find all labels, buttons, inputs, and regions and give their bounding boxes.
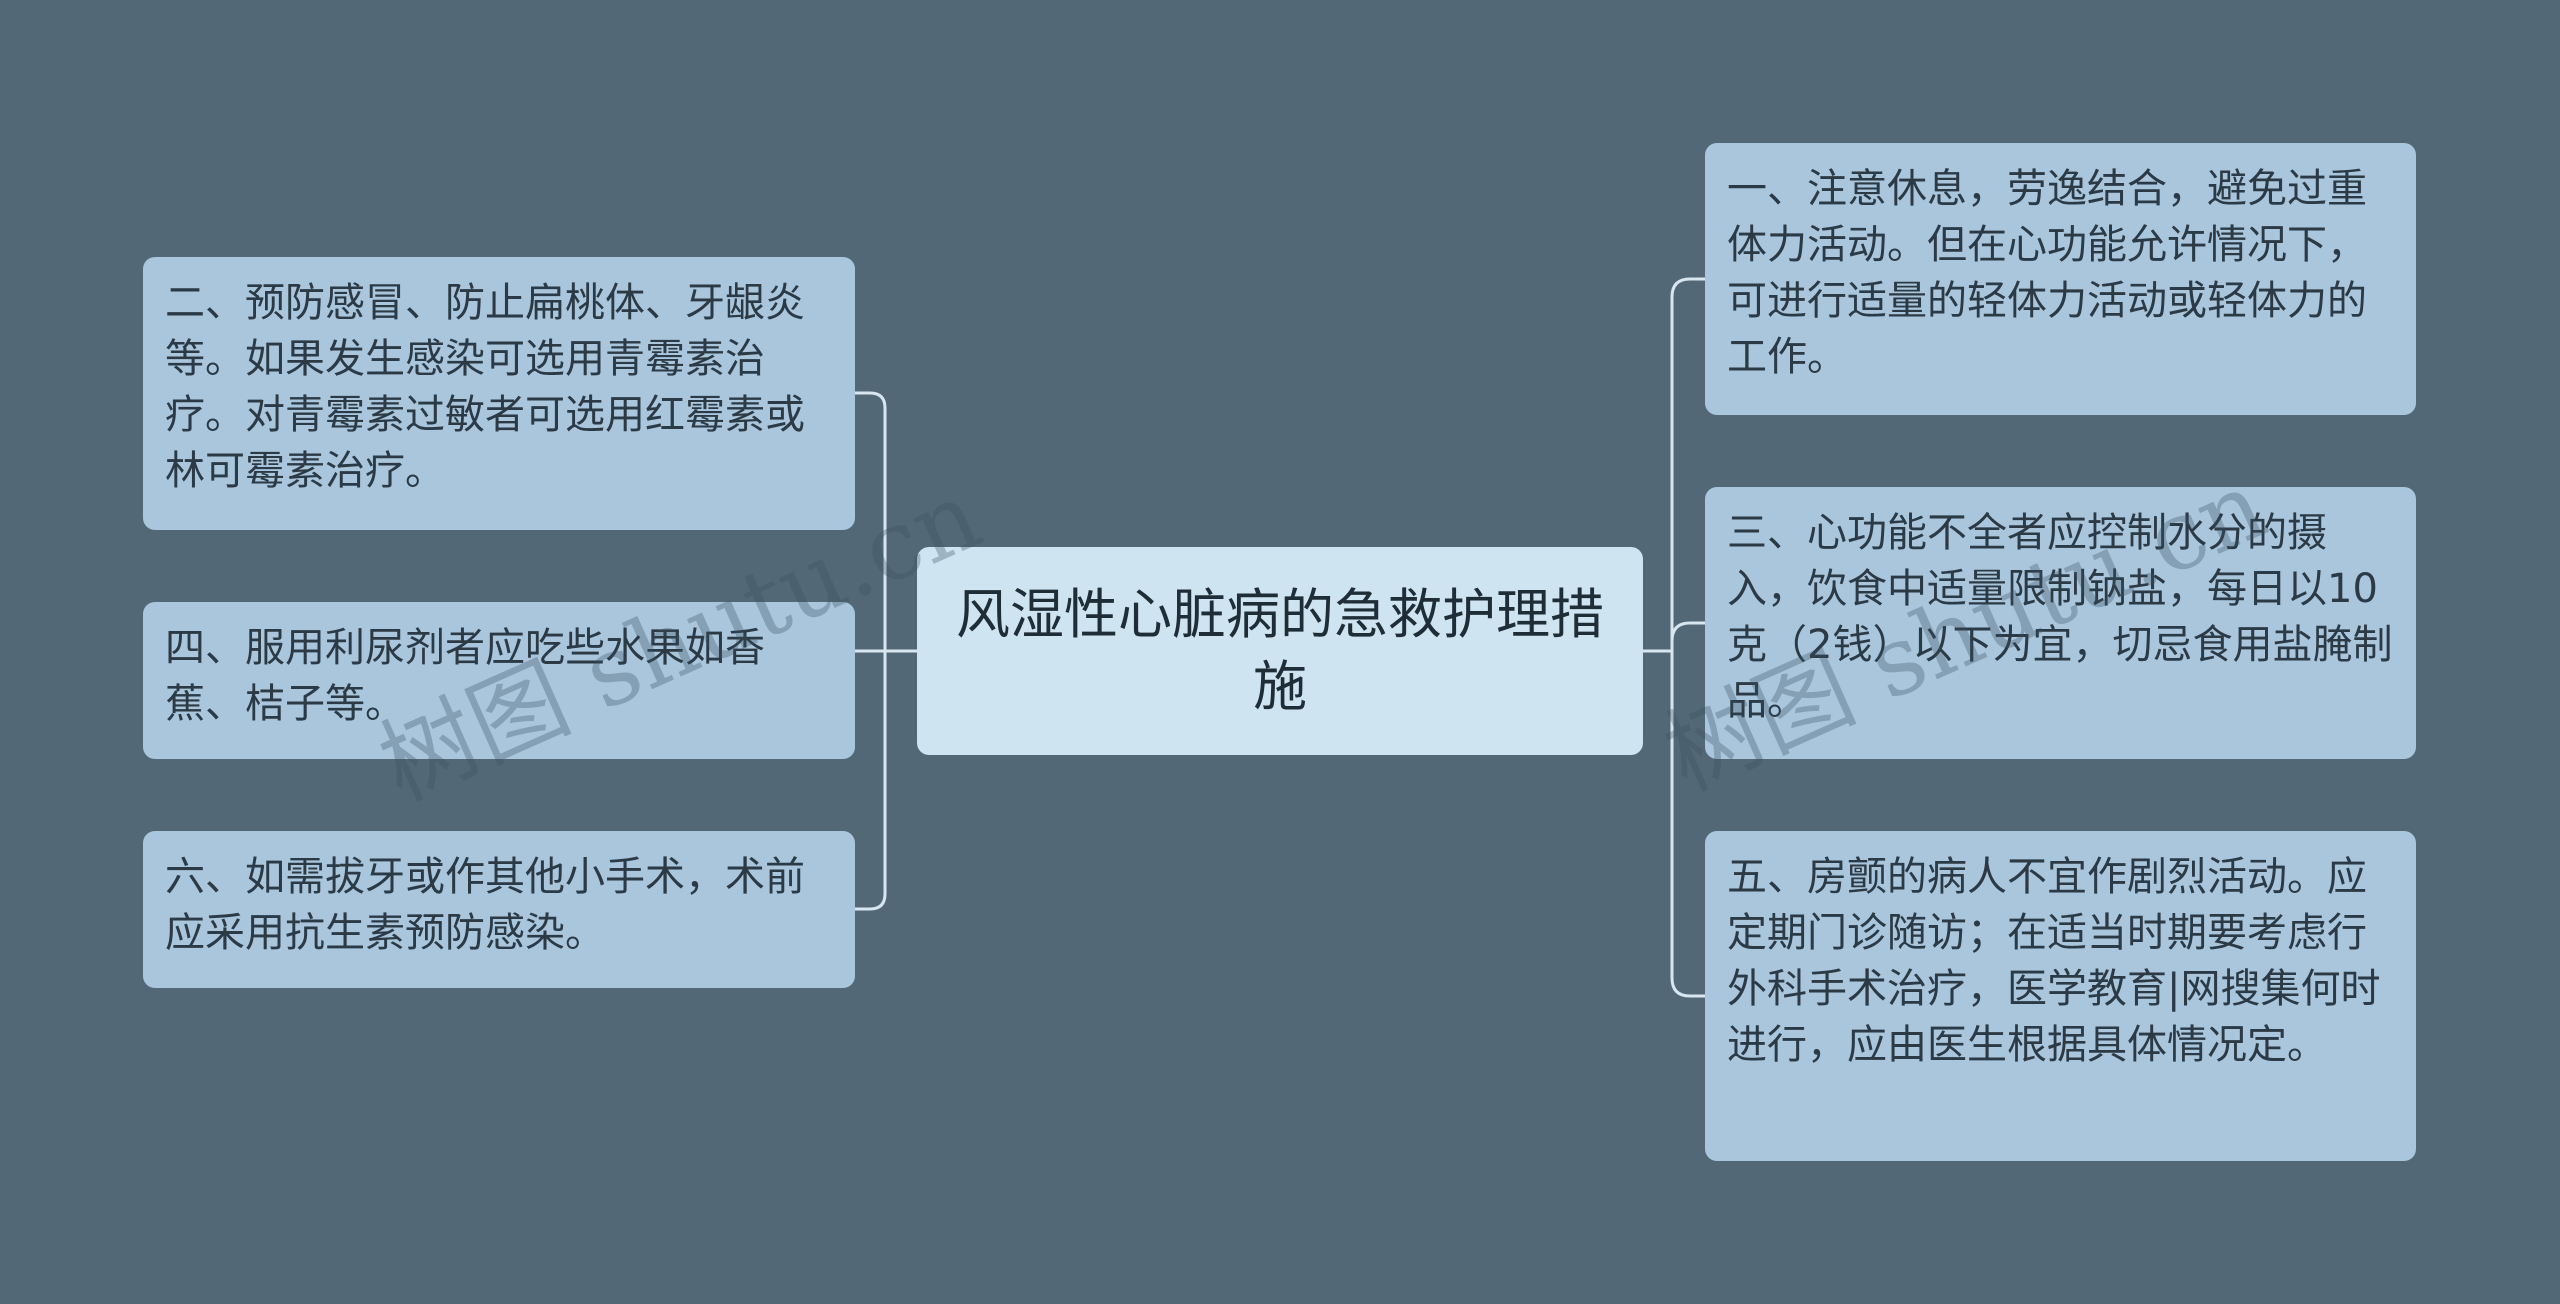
topic-node-left-2[interactable]: 四、服用利尿剂者应吃些水果如香蕉、桔子等。 xyxy=(143,602,855,759)
topic-node-text: 六、如需拔牙或作其他小手术，术前应采用抗生素预防感染。 xyxy=(165,854,805,956)
topic-node-text: 四、服用利尿剂者应吃些水果如香蕉、桔子等。 xyxy=(165,625,765,727)
topic-node-right-3[interactable]: 五、房颤的病人不宜作剧烈活动。应定期门诊随访；在适当时期要考虑行外科手术治疗，医… xyxy=(1705,831,2416,1161)
connector-left-1 xyxy=(855,391,887,651)
connector-left-3 xyxy=(855,651,887,911)
central-topic-title: 风湿性心脏病的急救护理措施 xyxy=(956,583,1604,718)
connector-right-3 xyxy=(1670,651,1705,998)
topic-node-right-2[interactable]: 三、心功能不全者应控制水分的摄入，饮食中适量限制钠盐，每日以10克（2钱）以下为… xyxy=(1705,487,2416,759)
topic-node-left-3[interactable]: 六、如需拔牙或作其他小手术，术前应采用抗生素预防感染。 xyxy=(143,831,855,988)
connector-right-2 xyxy=(1670,621,1705,651)
topic-node-right-1[interactable]: 一、注意休息，劳逸结合，避免过重体力活动。但在心功能允许情况下，可进行适量的轻体… xyxy=(1705,143,2416,415)
topic-node-text: 三、心功能不全者应控制水分的摄入，饮食中适量限制钠盐，每日以10克（2钱）以下为… xyxy=(1727,510,2393,724)
topic-node-text: 五、房颤的病人不宜作剧烈活动。应定期门诊随访；在适当时期要考虑行外科手术治疗，医… xyxy=(1727,854,2381,1068)
topic-node-text: 一、注意休息，劳逸结合，避免过重体力活动。但在心功能允许情况下，可进行适量的轻体… xyxy=(1727,166,2367,380)
connector-right-1 xyxy=(1670,277,1705,651)
topic-node-left-1[interactable]: 二、预防感冒、防止扁桃体、牙龈炎等。如果发生感染可选用青霉素治疗。对青霉素过敏者… xyxy=(143,257,855,530)
central-topic[interactable]: 风湿性心脏病的急救护理措施 xyxy=(917,547,1643,755)
topic-node-text: 二、预防感冒、防止扁桃体、牙龈炎等。如果发生感染可选用青霉素治疗。对青霉素过敏者… xyxy=(165,280,805,494)
